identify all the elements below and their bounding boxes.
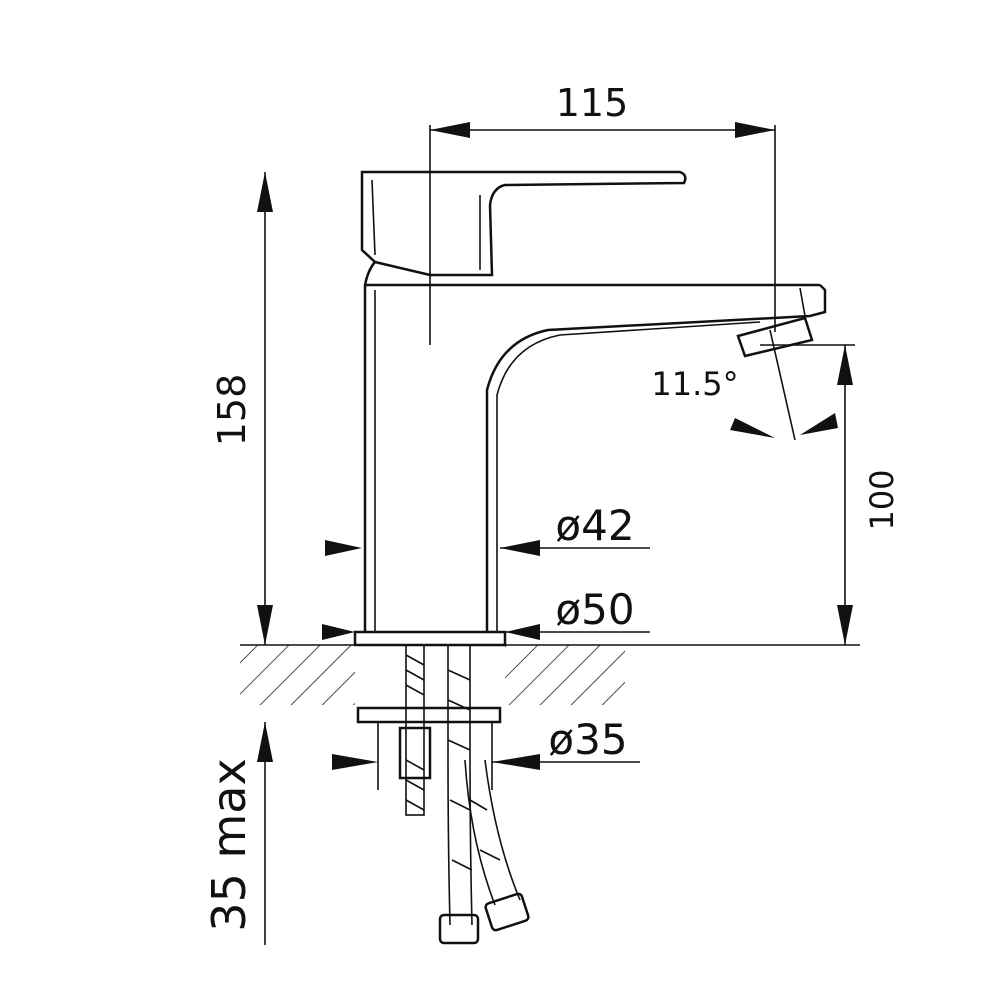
dia-50-label: ø50	[555, 585, 634, 634]
tap-body	[363, 261, 827, 632]
dim-158-label: 158	[210, 374, 254, 447]
dim-100-label: 100	[863, 469, 901, 530]
dia-42-label: ø42	[555, 501, 634, 550]
dia-35-label: ø35	[548, 715, 627, 764]
dimension-diameter-50: ø50	[322, 585, 650, 640]
dim-115-label: 115	[556, 81, 629, 125]
dimension-35-max: 35 max	[202, 722, 273, 945]
dimension-158: 158	[210, 172, 273, 645]
mounting-plate	[356, 706, 502, 724]
base-plate	[353, 630, 507, 647]
dimension-diameter-35: ø35	[332, 715, 640, 790]
dim-35max-label: 35 max	[202, 758, 256, 931]
threaded-rod-and-hoses	[398, 644, 530, 945]
dimension-angle: 11.5°	[651, 329, 838, 441]
dimension-diameter-42: ø42	[325, 501, 650, 556]
dimension-100: 100	[760, 344, 901, 645]
angle-label: 11.5°	[651, 365, 738, 403]
lever-handle	[360, 170, 687, 277]
countertop	[240, 644, 860, 705]
aerator	[736, 316, 814, 358]
dimension-115: 115	[429, 81, 776, 345]
